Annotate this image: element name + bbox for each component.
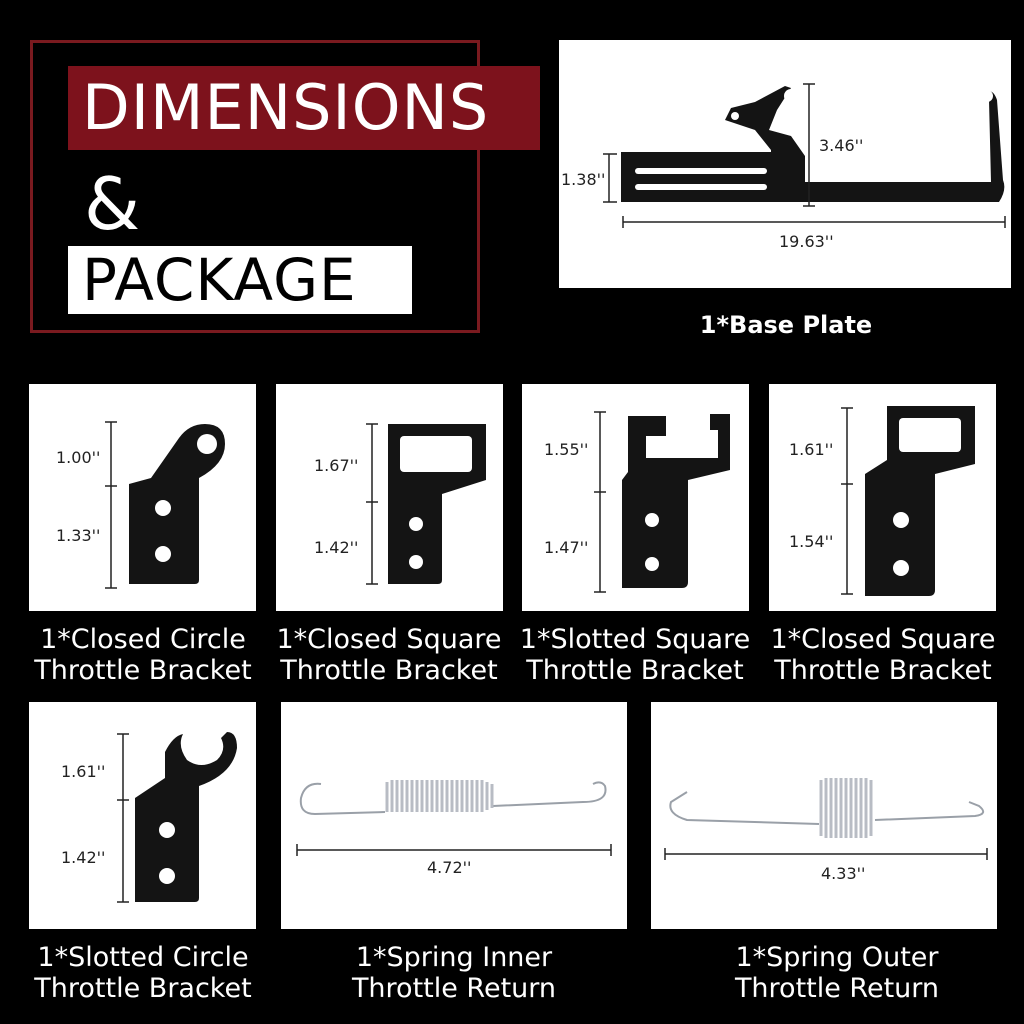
- slotted-square-panel: 1.55'' 1.47'': [522, 384, 749, 611]
- spring-inner-caption-1: 1*Spring Inner: [355, 942, 553, 973]
- spring-inner-caption-2: Throttle Return: [351, 973, 557, 1004]
- closed-square-b-dim-top: 1.61'': [789, 440, 834, 459]
- closed-square-b-panel: 1.61'' 1.54'': [769, 384, 996, 611]
- spring-inner-image: [296, 780, 612, 856]
- title-dimensions: DIMENSIONS: [82, 71, 490, 144]
- title-ampersand: &: [84, 162, 141, 246]
- title-package: PACKAGE: [82, 246, 357, 314]
- spring-inner-dim-length: 4.72'': [427, 858, 472, 877]
- spring-outer-dim-length: 4.33'': [821, 864, 866, 883]
- title-band: [68, 66, 540, 150]
- header-frame: [30, 40, 480, 333]
- spring-outer-caption-1: 1*Spring Outer: [735, 942, 939, 973]
- slotted-square-dim-bottom: 1.47'': [544, 538, 589, 557]
- closed-square-b-caption-1: 1*Closed Square: [770, 624, 996, 655]
- slotted-circle-panel: 1.61'' 1.42'': [29, 702, 256, 929]
- closed-square-b-image: [841, 406, 975, 596]
- closed-circle-caption-1: 1*Closed Circle: [40, 624, 246, 655]
- closed-square-a-panel: 1.67'' 1.42'': [276, 384, 503, 611]
- base-plate-dim-tall: 3.46'': [819, 136, 864, 155]
- closed-square-a-dim-top: 1.67'': [314, 456, 359, 475]
- slotted-circle-caption-2: Throttle Bracket: [34, 973, 252, 1004]
- slotted-square-caption-1: 1*Slotted Square: [519, 624, 751, 655]
- closed-circle-dim-bottom: 1.33'': [56, 526, 101, 545]
- base-plate-panel: 1.38'' 3.46'' 19.63'': [559, 40, 1011, 288]
- closed-circle-caption-2: Throttle Bracket: [34, 655, 252, 686]
- base-plate-dim-height: 1.38'': [561, 170, 606, 189]
- slotted-circle-dim-top: 1.61'': [61, 762, 106, 781]
- spring-outer-caption-2: Throttle Return: [734, 973, 940, 1004]
- closed-circle-dim-top: 1.00'': [56, 448, 101, 467]
- slotted-circle-caption-1: 1*Slotted Circle: [37, 942, 249, 973]
- closed-square-a-dim-bottom: 1.42'': [314, 538, 359, 557]
- spring-outer-panel: 4.33'': [651, 702, 997, 929]
- slotted-square-dim-top: 1.55'': [544, 440, 589, 459]
- closed-square-a-caption-2: Throttle Bracket: [280, 655, 498, 686]
- slotted-circle-dim-bottom: 1.42'': [61, 848, 106, 867]
- closed-circle-image: [105, 421, 225, 589]
- slotted-circle-image: [117, 732, 237, 903]
- closed-square-b-caption-2: Throttle Bracket: [774, 655, 992, 686]
- closed-square-b-dim-bottom: 1.54'': [789, 532, 834, 551]
- slotted-square-image: [594, 411, 730, 593]
- spring-outer-image: [664, 778, 988, 860]
- slotted-square-caption-2: Throttle Bracket: [526, 655, 744, 686]
- base-plate-dim-length: 19.63'': [779, 232, 834, 251]
- package-band: [68, 246, 412, 314]
- closed-square-a-caption-1: 1*Closed Square: [276, 624, 502, 655]
- closed-square-a-image: [366, 423, 486, 585]
- closed-circle-panel: 1.00'' 1.33'': [29, 384, 256, 611]
- base-plate-image: [603, 83, 1006, 228]
- spring-inner-panel: 4.72'': [281, 702, 627, 929]
- base-plate-caption: 1*Base Plate: [699, 311, 873, 339]
